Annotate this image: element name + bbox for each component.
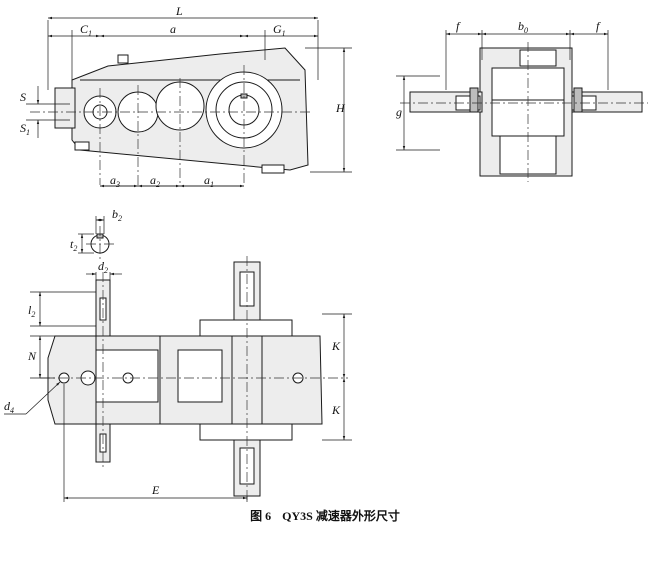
figure-number: 图 6 xyxy=(250,509,272,523)
dim-d2: d2 xyxy=(98,259,108,275)
front-dimensions: L C1 a G1 S S1 H a3 a2 a1 xyxy=(20,4,352,189)
dim-t2: t2 xyxy=(70,237,77,253)
dim-K-upper: K xyxy=(331,339,341,353)
dim-a1: a1 xyxy=(204,173,214,189)
dim-N: N xyxy=(27,349,37,363)
dim-a: a xyxy=(170,22,176,36)
top-flange-lower xyxy=(199,423,293,441)
dim-a3: a3 xyxy=(110,173,120,189)
dim-G1: G1 xyxy=(273,22,286,38)
side-view xyxy=(400,42,648,182)
key-detail: b2 t2 xyxy=(70,207,122,262)
vent-plug xyxy=(117,54,129,64)
dim-C1: C1 xyxy=(80,22,92,38)
top-view xyxy=(40,256,348,502)
dim-b0: b0 xyxy=(518,19,528,35)
dim-b2: b2 xyxy=(112,207,122,223)
dim-K-lower: K xyxy=(331,403,341,417)
dim-E: E xyxy=(151,483,160,497)
figure-title: QY3S 减速器外形尺寸 xyxy=(282,509,400,523)
dim-f-left: f xyxy=(456,19,461,33)
dim-f-right: f xyxy=(596,19,601,33)
front-view xyxy=(30,47,312,185)
dim-a2: a2 xyxy=(150,173,160,189)
input-shaft-end xyxy=(54,87,76,129)
figure-caption: 图 6 QY3S 减速器外形尺寸 xyxy=(0,507,650,524)
side-dimensions: f b0 f g xyxy=(396,19,609,151)
dim-d4: d4 xyxy=(4,399,14,415)
dim-L: L xyxy=(175,4,183,18)
dim-H: H xyxy=(335,101,346,115)
top-dimensions: d2 l2 N K K d4 E xyxy=(4,259,352,502)
top-flange-upper xyxy=(199,319,293,337)
foot-left xyxy=(74,141,90,151)
dim-l2: l2 xyxy=(28,303,35,319)
foot-right xyxy=(261,164,285,174)
dim-g: g xyxy=(396,105,402,119)
dim-S1: S1 xyxy=(20,121,30,137)
dim-S: S xyxy=(20,90,26,104)
